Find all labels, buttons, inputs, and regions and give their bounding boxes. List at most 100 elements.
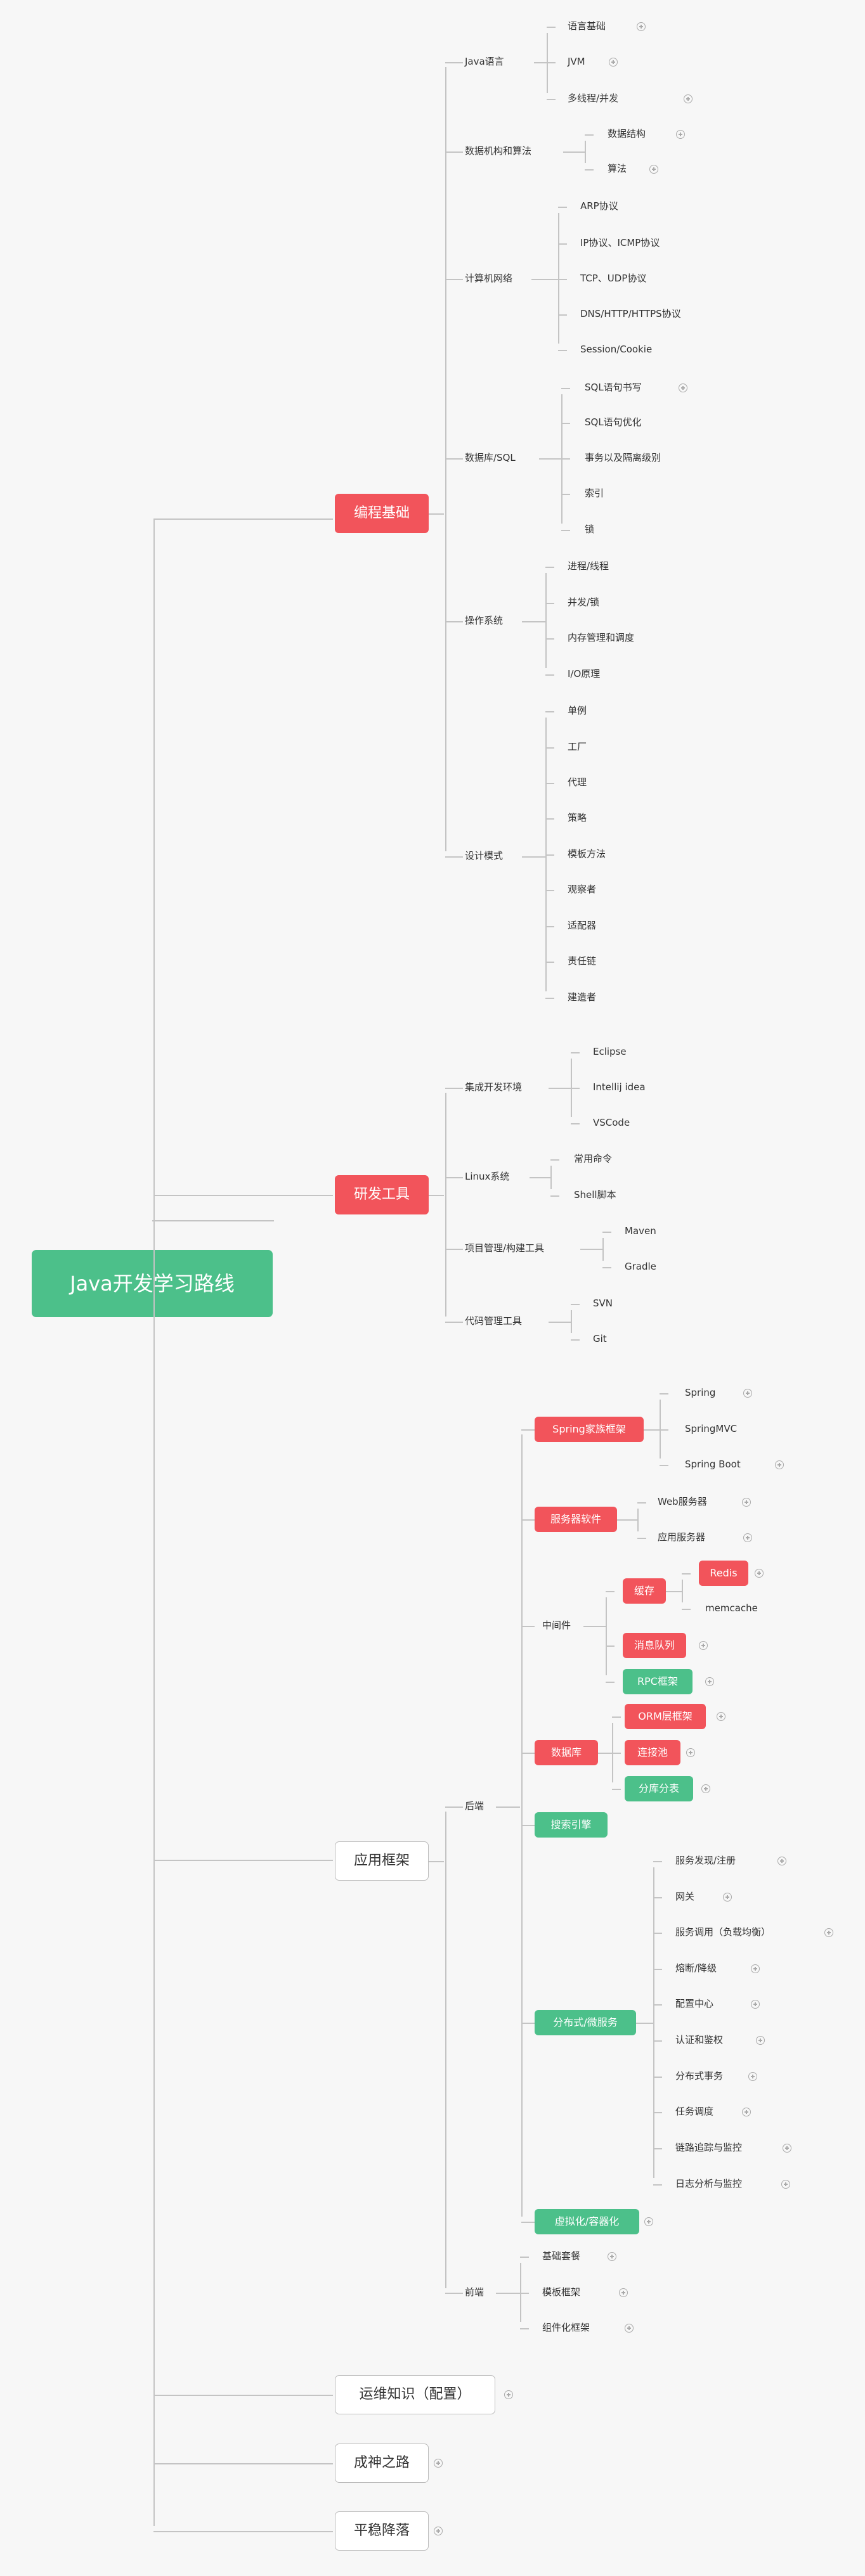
topic[interactable]: Linux系统 <box>465 1170 510 1182</box>
expand-icon[interactable] <box>637 22 646 31</box>
expand-icon[interactable] <box>705 1677 714 1686</box>
leaf[interactable]: 多线程/并发 <box>568 92 619 104</box>
leaf[interactable]: 语言基础 <box>568 20 606 32</box>
leaf[interactable]: Intellij idea <box>593 1081 646 1093</box>
category[interactable]: Redis <box>699 1561 748 1586</box>
topic[interactable]: Java语言 <box>465 55 504 67</box>
leaf[interactable]: Eclipse <box>593 1045 627 1057</box>
expand-icon[interactable] <box>748 2072 757 2081</box>
expand-icon[interactable] <box>699 1641 708 1650</box>
topic[interactable]: 设计模式 <box>465 849 504 861</box>
topic[interactable]: 操作系统 <box>465 614 504 626</box>
leaf[interactable]: 组件化框架 <box>542 2321 590 2333</box>
leaf[interactable]: 分布式事务 <box>675 2070 724 2082</box>
category[interactable]: 消息队列 <box>623 1633 686 1658</box>
leaf[interactable]: 基础套餐 <box>542 2250 581 2262</box>
leaf[interactable]: 认证和鉴权 <box>675 2033 724 2045</box>
topic[interactable]: 数据库/SQL <box>465 451 516 463</box>
expand-icon[interactable] <box>679 383 687 392</box>
expand-icon[interactable] <box>434 2459 443 2468</box>
leaf[interactable]: 算法 <box>608 162 627 174</box>
expand-icon[interactable] <box>644 2217 653 2226</box>
leaf[interactable]: Maven <box>625 1225 656 1237</box>
category[interactable]: RPC框架 <box>623 1669 693 1694</box>
leaf[interactable]: 观察者 <box>568 883 597 895</box>
expand-icon[interactable] <box>686 1748 695 1757</box>
leaf[interactable]: 并发/锁 <box>568 596 600 608</box>
leaf[interactable]: 链路追踪与监控 <box>675 2141 743 2153</box>
expand-icon[interactable] <box>742 2108 751 2116</box>
expand-icon[interactable] <box>625 2324 634 2333</box>
expand-icon[interactable] <box>504 2390 513 2399</box>
category[interactable]: 中间件 <box>542 1619 571 1631</box>
branch-programming[interactable]: 编程基础 <box>335 494 429 533</box>
leaf[interactable]: 策略 <box>568 811 587 823</box>
branch-frameworks[interactable]: 应用框架 <box>335 1841 429 1881</box>
category[interactable]: 缓存 <box>623 1578 666 1604</box>
category[interactable]: 搜索引擎 <box>535 1812 608 1838</box>
root-node[interactable]: Java开发学习路线 <box>32 1250 273 1317</box>
leaf[interactable]: TCP、UDP协议 <box>580 272 647 284</box>
branch-mastery[interactable]: 成神之路 <box>335 2444 429 2483</box>
leaf[interactable]: 服务发现/注册 <box>675 1854 736 1866</box>
expand-icon[interactable] <box>717 1712 725 1721</box>
leaf[interactable]: 应用服务器 <box>658 1531 706 1543</box>
expand-icon[interactable] <box>609 58 618 67</box>
leaf[interactable]: 常用命令 <box>574 1152 613 1164</box>
expand-icon[interactable] <box>824 1928 833 1937</box>
leaf[interactable]: 配置中心 <box>675 1997 714 2009</box>
leaf[interactable]: JVM <box>568 55 585 67</box>
leaf[interactable]: DNS/HTTP/HTTPS协议 <box>580 307 681 319</box>
category[interactable]: 分布式/微服务 <box>535 2010 636 2035</box>
leaf[interactable]: 日志分析与监控 <box>675 2177 743 2189</box>
leaf[interactable]: ARP协议 <box>580 200 618 212</box>
topic[interactable]: 计算机网络 <box>465 272 513 284</box>
expand-icon[interactable] <box>434 2527 443 2535</box>
leaf[interactable]: 进程/线程 <box>568 560 609 572</box>
leaf[interactable]: 任务调度 <box>675 2105 714 2117</box>
expand-icon[interactable] <box>619 2288 628 2297</box>
leaf[interactable]: IP协议、ICMP协议 <box>580 236 660 248</box>
leaf[interactable]: 内存管理和调度 <box>568 631 635 643</box>
leaf[interactable]: 适配器 <box>568 919 597 931</box>
topic[interactable]: 数据机构和算法 <box>465 145 532 157</box>
expand-icon[interactable] <box>743 1389 752 1398</box>
leaf[interactable]: Web服务器 <box>658 1495 707 1507</box>
expand-icon[interactable] <box>701 1784 710 1793</box>
topic[interactable]: 前端 <box>465 2286 485 2298</box>
leaf[interactable]: Spring <box>685 1386 716 1398</box>
category[interactable]: ORM层框架 <box>625 1704 706 1729</box>
expand-icon[interactable] <box>649 165 658 174</box>
leaf[interactable]: memcache <box>705 1602 758 1614</box>
leaf[interactable]: 网关 <box>675 1890 695 1902</box>
category[interactable]: 分库分表 <box>625 1776 693 1801</box>
leaf[interactable]: 代理 <box>568 776 587 788</box>
leaf[interactable]: SQL语句书写 <box>585 381 642 393</box>
expand-icon[interactable] <box>723 1893 732 1902</box>
leaf[interactable]: Gradle <box>625 1260 656 1272</box>
category[interactable]: 虚拟化/容器化 <box>535 2209 639 2234</box>
leaf[interactable]: 模板框架 <box>542 2286 581 2298</box>
leaf[interactable]: 服务调用（负载均衡） <box>675 1926 771 1938</box>
leaf[interactable]: 工厂 <box>568 740 587 752</box>
category[interactable]: 服务器软件 <box>535 1507 617 1532</box>
branch-devtools[interactable]: 研发工具 <box>335 1175 429 1214</box>
expand-icon[interactable] <box>751 2000 760 2009</box>
expand-icon[interactable] <box>608 2252 616 2261</box>
category[interactable]: 数据库 <box>535 1740 598 1765</box>
expand-icon[interactable] <box>783 2144 791 2153</box>
expand-icon[interactable] <box>756 2036 765 2045</box>
expand-icon[interactable] <box>743 1533 752 1542</box>
leaf[interactable]: 模板方法 <box>568 847 606 860</box>
leaf[interactable]: SpringMVC <box>685 1422 738 1434</box>
expand-icon[interactable] <box>755 1569 764 1578</box>
leaf[interactable]: I/O原理 <box>568 667 601 679</box>
leaf[interactable]: 锁 <box>585 523 595 535</box>
branch-ops[interactable]: 运维知识（配置） <box>335 2375 495 2414</box>
leaf[interactable]: Session/Cookie <box>580 343 653 355</box>
topic[interactable]: 代码管理工具 <box>465 1315 523 1327</box>
expand-icon[interactable] <box>781 2180 790 2189</box>
leaf[interactable]: Git <box>593 1332 607 1344</box>
expand-icon[interactable] <box>742 1498 751 1507</box>
topic[interactable]: 集成开发环境 <box>465 1081 523 1093</box>
